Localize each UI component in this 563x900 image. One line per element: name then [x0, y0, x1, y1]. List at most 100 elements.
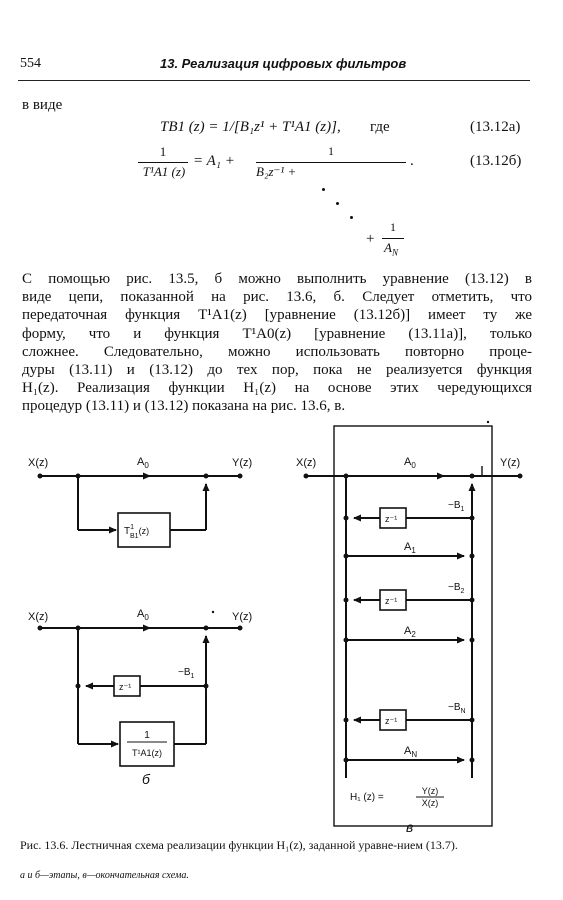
junction-dot [343, 597, 349, 603]
page-number: 554 [20, 56, 41, 71]
diagram-b-gain-sub: 1 [191, 673, 195, 680]
cf-last-plus: + [366, 231, 375, 247]
cf-dot-3 [350, 216, 353, 219]
diagram-c [306, 425, 520, 827]
stage-letter: A [404, 541, 412, 553]
stray-speck [486, 420, 490, 424]
junction-dot [203, 683, 209, 689]
diagram-b-top-letter: A [137, 608, 145, 620]
gain-sub: 2 [461, 588, 465, 595]
junction-dot [343, 717, 349, 723]
junction-dot [343, 515, 349, 521]
junction-dot [203, 473, 209, 479]
cf-last-den-letter: A [384, 240, 392, 255]
diagram-c-delay-1 [379, 507, 407, 529]
diagram-a-box-arg: (z) [139, 526, 150, 536]
cf-dot-1 [322, 188, 325, 191]
diagram-a [40, 472, 240, 548]
para-line: передаточная функция T¹A1(z) [уравнение … [22, 307, 532, 324]
diagram-a-box-sub: B1 [130, 533, 139, 540]
ellipsis-dot [470, 658, 474, 662]
junction-dot [343, 553, 349, 559]
junction-dot [237, 625, 243, 631]
stage-sub: 2 [411, 630, 416, 639]
gain-letter: −B [448, 582, 461, 593]
diagram-b-input: X(z) [28, 611, 48, 623]
eq-b-frac-bar [256, 162, 406, 163]
diagram-b-top-sub: 0 [144, 613, 149, 622]
diagram-b-box-den: T¹A1(z) [132, 748, 162, 758]
header-rule [18, 80, 530, 81]
diagram-c-stage-2: A2 [404, 625, 416, 639]
diagram-a-box-letter: T [124, 526, 130, 537]
eq-a-body: B1 (z) = 1/[B₁z¹ + T¹A1 (z)], [168, 119, 341, 135]
cf-last-den-sub: N [391, 247, 398, 258]
para-line: сложнее. Следовательно, можно использова… [22, 343, 532, 360]
para-line: С помощью рис. 13.5, б можно выполнить у… [22, 271, 532, 287]
ellipsis-dot [470, 682, 474, 686]
diagram-c-delay-N-label: z⁻¹ [385, 716, 397, 726]
diagram-c-delay-N [379, 709, 407, 731]
junction-dot [469, 597, 475, 603]
eq-b-lhs-den: T¹A1 (z) [142, 164, 186, 179]
diagram-b-box-num: 1 [144, 730, 150, 741]
gain-sub: 1 [461, 506, 465, 513]
diagram-b-delay-box [113, 675, 141, 697]
diagram-b-output: Y(z) [232, 611, 252, 623]
diagram-b [40, 624, 240, 767]
cf-last-bar [382, 238, 404, 239]
diagram-c-stage-1: A1 [404, 541, 416, 555]
eq-b-lhs-num: 1 [159, 144, 167, 159]
diagram-a-input: X(z) [28, 457, 48, 469]
junction-dot [517, 473, 523, 479]
eq-b-lhs-bar [138, 162, 188, 163]
gain-letter: −B [448, 702, 461, 713]
junction-dot [37, 625, 43, 631]
para-line: процедур (13.11) и (13.12) показана на р… [22, 398, 346, 415]
para-line: H₁(z). Реализация функции H₁(z) на основ… [22, 380, 532, 397]
junction-dot [469, 637, 475, 643]
diagram-c-output: Y(z) [500, 457, 520, 469]
junction-dot [469, 473, 475, 479]
diagram-b-gain-label: −B1 [178, 667, 195, 680]
diagram-c-formula-lhs: H₁ (z) = [350, 792, 384, 803]
eq-b-period: . [410, 153, 414, 169]
ellipsis-dot [344, 670, 348, 674]
eq-a-number: (13.12а) [470, 119, 521, 135]
junction-dot [303, 473, 309, 479]
running-title: 13. Реализация цифровых фильтров [160, 56, 407, 71]
stray-speck [211, 610, 215, 614]
diagram-c-formula-num: Y(z) [422, 786, 439, 796]
diagram-a-output: Y(z) [232, 457, 252, 469]
stage-letter: A [404, 456, 412, 468]
junction-dot [37, 473, 43, 479]
diagram-c-delay-2-label: z⁻¹ [385, 596, 397, 606]
diagram-c-delay-1-label: z⁻¹ [385, 514, 397, 524]
diagram-a-box [117, 512, 171, 548]
diagram-a-top-label: A0 [137, 456, 149, 470]
eq-a-where: где [370, 119, 390, 135]
ellipsis-dot [344, 658, 348, 662]
stage-sub: N [411, 750, 417, 759]
cf-last-den: AN [384, 240, 398, 258]
para-line: дуры (13.11) и (13.12) до тех пор, пока … [22, 362, 532, 379]
diagram-c-gain-1: −B1 [448, 500, 465, 513]
diagram-b-top-label: A0 [137, 608, 149, 622]
figure-note: а и б—этапы, в—окончательная схема. [20, 870, 189, 881]
stage-letter: A [404, 625, 412, 637]
junction-dot [469, 553, 475, 559]
eq-b-rhs: = A₁ + [193, 153, 235, 169]
diagram-c-delay-2 [379, 589, 407, 611]
figure-caption: Рис. 13.6. Лестничная схема реализации ф… [20, 838, 458, 852]
junction-dot [75, 625, 81, 631]
diagram-a-box-sup: 1 [130, 524, 134, 531]
cf-dot-2 [336, 202, 339, 205]
junction-dot [343, 757, 349, 763]
diagram-c-input: X(z) [296, 457, 316, 469]
diagram-b-sublabel: б [142, 771, 151, 787]
diagram-b-gain-letter: −B [178, 667, 191, 678]
equation-13-12a: TB1 (z) = 1/[B₁z¹ + T¹A1 (z)], [160, 118, 341, 136]
junction-dot [75, 683, 81, 689]
junction-dot [343, 637, 349, 643]
